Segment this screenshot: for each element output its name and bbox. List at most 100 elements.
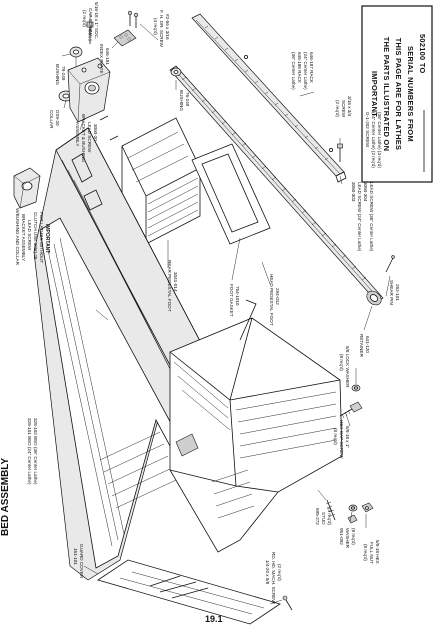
svg-text:G-1-202 SCREW: G-1-202 SCREW xyxy=(365,112,370,148)
notice-line-4: SERIAL NUMBERS FROM xyxy=(406,46,415,142)
svg-text:DS9-20: DS9-20 xyxy=(55,110,60,126)
bushing-top xyxy=(69,46,83,70)
svg-text:COLLAR: COLLAR xyxy=(49,110,54,129)
guard-screw xyxy=(282,595,293,611)
svg-text:CLUTCH USE 3060-28: CLUTCH USE 3060-28 xyxy=(33,212,38,260)
svg-text:951-092: 951-092 xyxy=(339,528,344,545)
svg-text:3060-20: 3060-20 xyxy=(93,124,98,141)
svg-text:GUARD COVER: GUARD COVER xyxy=(79,544,84,579)
svg-text:3060-303: 3060-303 xyxy=(351,182,356,202)
svg-text:RETAINER: RETAINER xyxy=(359,334,364,358)
callout-bushing-mid: 76-249 BUSHING xyxy=(179,90,190,111)
callout-head-foot: 294-012 HEAD PEDESTAL FOOT xyxy=(269,274,280,326)
leader-lines xyxy=(61,14,391,605)
lead-screw xyxy=(169,65,384,306)
callout-foot-gasket: 754-1010 FOOT GASKET xyxy=(229,284,240,317)
lock-washer xyxy=(351,384,361,392)
svg-text:BED ASSEMBLY: BED ASSEMBLY xyxy=(0,458,11,536)
svg-text:5/8-18 x 1": 5/8-18 x 1" xyxy=(345,426,350,448)
svg-text:W/BUSHING AND COLLAR: W/BUSHING AND COLLAR xyxy=(15,208,20,266)
svg-text:5/8 LOCK WASHER: 5/8 LOCK WASHER xyxy=(345,346,350,388)
svg-text:(24" Center Lathe): (24" Center Lathe) xyxy=(303,52,308,90)
shear-pin xyxy=(385,255,395,273)
svg-text:REAR PEDESTAL FOOT: REAR PEDESTAL FOOT xyxy=(167,260,172,312)
svg-text:328-101 BED (24" Center Lathe): 328-101 BED (24" Center Lathe) xyxy=(27,418,32,485)
callout-shear-pin: 262-101 SHEAR PIN xyxy=(389,280,400,305)
svg-text:BUSHING: BUSHING xyxy=(179,90,184,111)
callout-rear-foot: 3041-014 REAR PEDESTAL FOOT xyxy=(167,260,178,312)
head-pedestal-foot xyxy=(169,299,343,553)
callout-index-plate: 646-181 INDEX PLATE xyxy=(99,44,110,74)
svg-text:#2-56 x 3/16: #2-56 x 3/16 xyxy=(165,14,170,40)
rack-screw xyxy=(337,143,343,162)
svg-text:(2 req'd): (2 req'd) xyxy=(277,564,282,581)
washer xyxy=(348,504,358,512)
svg-text:FULL NUT: FULL NUT xyxy=(369,542,374,564)
svg-text:(2 req'd): (2 req'd) xyxy=(335,100,340,117)
hex-nut xyxy=(361,502,374,513)
fil-screws xyxy=(127,10,139,28)
notice-line-2: THE PARTS ILLUSTRATED ON xyxy=(382,37,391,152)
callout-bushing-top: 78-249 BUSHING xyxy=(55,64,66,85)
svg-text:3/16 x 3/4: 3/16 x 3/4 xyxy=(347,96,352,117)
svg-text:641-120: 641-120 xyxy=(365,336,370,353)
svg-text:646-181: 646-181 xyxy=(105,48,110,65)
svg-text:294-012: 294-012 xyxy=(275,288,280,305)
svg-text:LEAD SCREW (24" Center Lathe): LEAD SCREW (24" Center Lathe) xyxy=(357,182,362,252)
svg-text:(36" Center Lathe): (36" Center Lathe) xyxy=(291,52,296,90)
callout-bed: 328-101 BED (24" Center Lathe) 328-102 B… xyxy=(27,418,38,485)
callout-rack: 646-187 RACK (24" Center Lathe) 646-188 … xyxy=(291,52,314,90)
svg-text:151-101: 151-101 xyxy=(73,548,78,565)
svg-text:STUD: STUD xyxy=(321,512,326,525)
svg-text:646-188 RACK: 646-188 RACK xyxy=(297,52,302,84)
svg-text:(8 req'd): (8 req'd) xyxy=(363,544,368,561)
callout-guard-cover: 151-101 GUARD COVER xyxy=(73,544,84,579)
svg-text:1/4-20 x 5/8: 1/4-20 x 5/8 xyxy=(265,560,270,585)
svg-text:HEAD PEDESTAL FOOT: HEAD PEDESTAL FOOT xyxy=(269,274,274,326)
svg-text:BRACKET & BUSHING: BRACKET & BUSHING xyxy=(81,114,86,163)
bushing-mid xyxy=(170,67,182,77)
svg-text:78-249: 78-249 xyxy=(61,66,66,81)
svg-text:(24" Center Lathe) (2 req'd): (24" Center Lathe) (2 req'd) xyxy=(371,112,376,168)
svg-text:F. H. DR. SCREW: F. H. DR. SCREW xyxy=(159,10,164,48)
callout-washer: 951-092 WASHER (8 req'd) xyxy=(339,528,356,549)
notice-line-3: THIS PAGE ARE FOR LATHES xyxy=(394,38,403,151)
svg-text:LEAD SCREW (36" Center Lathe): LEAD SCREW (36" Center Lathe) xyxy=(369,182,374,252)
svg-text:BRACKET ASSEMBLY: BRACKET ASSEMBLY xyxy=(21,214,26,261)
svg-text:RD. HD. MACH. SCREW: RD. HD. MACH. SCREW xyxy=(271,552,276,604)
callout-stud: 695-272 STUD (4 req'd) xyxy=(315,508,332,525)
svg-text:328-102 BED (36" Center Lathe): 328-102 BED (36" Center Lathe) xyxy=(33,418,38,485)
svg-text:(4 req'd): (4 req'd) xyxy=(153,18,158,35)
guard-cover xyxy=(97,559,281,625)
svg-text:695-272: 695-272 xyxy=(315,508,320,525)
callout-important-note: IMPORTANT FOR LATHES WITHOUT CLUTCH USE … xyxy=(15,208,50,266)
svg-text:(8 req'd): (8 req'd) xyxy=(339,354,344,371)
lathe-bed xyxy=(33,115,213,581)
svg-text:INDEX PLATE: INDEX PLATE xyxy=(99,44,104,74)
callout-lead-screw: 3060-303 LEAD SCREW (24" Center Lathe) 3… xyxy=(351,182,374,252)
svg-text:(8 req'd): (8 req'd) xyxy=(351,528,356,545)
note-inset-bracket xyxy=(13,167,41,209)
callout-lock-washer: 5/8 LOCK WASHER (8 req'd) xyxy=(339,346,350,388)
svg-text:LEAD SCREW: LEAD SCREW xyxy=(87,122,92,153)
svg-text:FOOT GASKET: FOOT GASKET xyxy=(229,284,234,317)
svg-text:WASHER: WASHER xyxy=(345,528,350,549)
callout-hex-cap: 5/8-18 x 1" HEX CAP SCREW (8 req'd) xyxy=(333,420,350,459)
callout-fil-screw: #2-56 x 3/16 F. H. DR. SCREW (4 req'd) xyxy=(153,10,170,48)
hex-cap-screw xyxy=(339,401,363,419)
notice-box: IMPORTANT THE PARTS ILLUSTRATED ON THIS … xyxy=(361,5,433,183)
svg-text:(2 req'd): (2 req'd) xyxy=(82,10,87,27)
foot-gasket xyxy=(191,143,271,245)
svg-text:5/16-18 x 1" SOC.: 5/16-18 x 1" SOC. xyxy=(94,2,99,39)
svg-text:(4 req'd): (4 req'd) xyxy=(327,508,332,525)
svg-text:5/8-18 HEX: 5/8-18 HEX xyxy=(375,540,380,564)
svg-text:3041-014: 3041-014 xyxy=(173,272,178,292)
callout-guard-screw: 1/4-20 x 5/8 RD. HD. MACH. SCREW (2 req'… xyxy=(265,552,282,604)
callout-lead-screw-top: G-1-202 SCREW (24" Center Lathe) (2 req'… xyxy=(365,112,382,168)
callout-nut: 5/8-18 HEX FULL NUT (8 req'd) xyxy=(363,540,380,564)
notice-line-5: 502100 TO xyxy=(418,34,427,74)
callout-retainer: 641-120 RETAINER xyxy=(359,334,370,358)
svg-text:754-1010: 754-1010 xyxy=(235,286,240,306)
